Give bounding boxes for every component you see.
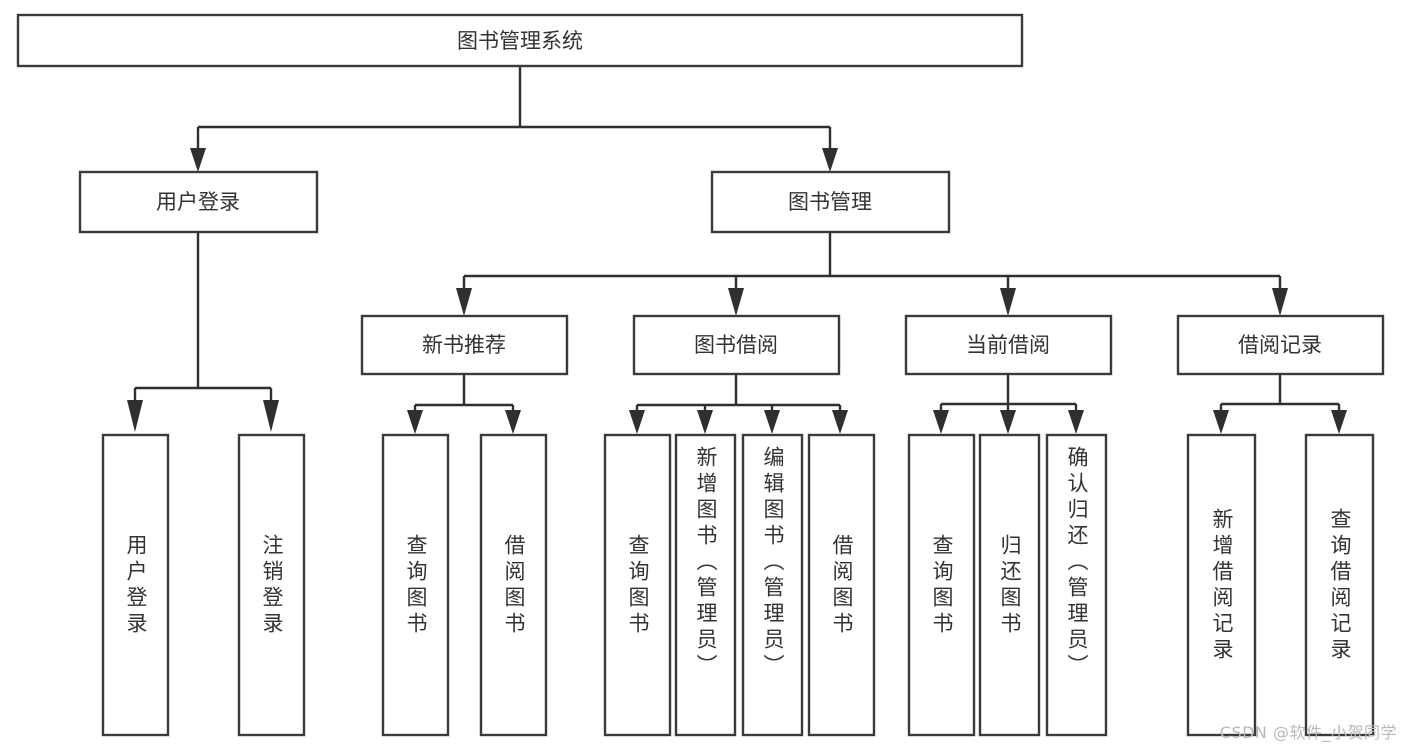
node-new-book-recommend[interactable]: 新书推荐 — [360, 314, 569, 376]
leaf-recommend-query-book[interactable] — [381, 433, 450, 737]
leaf-record-add-record-label-wrap: 新增借阅记录 — [1210, 508, 1234, 664]
leaf-current-return-book-label: 归还图书 — [998, 534, 1022, 638]
leaf-recommend-borrow-book-label: 借阅图书 — [502, 534, 526, 638]
leaf-borrow-edit-book-box[interactable] — [741, 433, 804, 737]
arrow-to-recommend-leaf-1 — [407, 410, 423, 434]
leaf-current-return-book-box[interactable] — [978, 433, 1041, 737]
leaf-recommend-borrow-book-box[interactable] — [479, 433, 548, 737]
leaf-current-query-book-box[interactable] — [907, 433, 976, 737]
node-book-borrow-box[interactable] — [632, 314, 841, 376]
leaf-logout-login[interactable] — [237, 433, 306, 737]
node-new-book-recommend-label: 新书推荐 — [422, 333, 506, 357]
leaf-borrow-query-book-label: 查询图书 — [626, 534, 650, 638]
arrow-to-leaf-logout — [263, 400, 279, 432]
arrow-to-current-borrow — [1000, 288, 1016, 316]
leaf-recommend-query-book-box[interactable] — [381, 433, 450, 737]
leaf-current-confirm-return-label: 确认归还（管理员） — [1065, 446, 1089, 680]
leaf-borrow-borrow-book[interactable] — [807, 433, 876, 737]
leaf-recommend-query-book-label-wrap: 查询图书 — [404, 534, 428, 638]
leaf-record-query-record-label-wrap: 查询借阅记录 — [1328, 508, 1352, 664]
leaf-current-confirm-return[interactable] — [1045, 433, 1108, 737]
leaf-current-return-book[interactable] — [978, 433, 1041, 737]
leaf-record-add-record[interactable] — [1186, 433, 1257, 737]
leaf-current-return-book-label-wrap: 归还图书 — [998, 534, 1022, 638]
arrow-to-current-leaf-3 — [1068, 410, 1084, 434]
arrow-to-borrow-leaf-2 — [697, 410, 713, 434]
leaf-borrow-add-book-label: 新增图书（管理员） — [694, 446, 718, 680]
leaf-borrow-edit-book-label-wrap: 编辑图书（管理员） — [761, 446, 785, 680]
leaf-user-login[interactable] — [101, 433, 170, 737]
leaf-logout-login-box[interactable] — [237, 433, 306, 737]
leaf-borrow-add-book[interactable] — [674, 433, 737, 737]
node-root-box[interactable] — [16, 13, 1024, 68]
leaf-borrow-query-book-box[interactable] — [603, 433, 672, 737]
leaf-recommend-query-book-label: 查询图书 — [404, 534, 428, 638]
arrow-to-record-leaf-1 — [1213, 410, 1229, 434]
leaf-borrow-add-book-box[interactable] — [674, 433, 737, 737]
leaf-recommend-borrow-book[interactable] — [479, 433, 548, 737]
arrow-to-current-leaf-1 — [933, 410, 949, 434]
node-book-management[interactable]: 图书管理 — [710, 170, 951, 234]
connector-layer — [127, 66, 1347, 434]
arrow-to-user-login — [190, 148, 206, 172]
arrow-to-leaf-user-login — [127, 400, 143, 432]
leaf-borrow-edit-book[interactable] — [741, 433, 804, 737]
leaf-current-query-book-label-wrap: 查询图书 — [930, 534, 954, 638]
node-book-management-label: 图书管理 — [788, 190, 872, 214]
node-user-login[interactable]: 用户登录 — [78, 170, 319, 234]
arrow-to-recommend-leaf-2 — [505, 410, 521, 434]
arrow-to-borrow-leaf-1 — [629, 410, 645, 434]
arrow-to-borrow-record — [1272, 288, 1288, 316]
arrow-to-borrow-leaf-4 — [832, 410, 848, 434]
leaf-logout-login-label: 注销登录 — [260, 534, 284, 638]
leaf-record-add-record-box[interactable] — [1186, 433, 1257, 737]
leaf-current-confirm-return-label-wrap: 确认归还（管理员） — [1065, 446, 1089, 680]
node-root[interactable]: 图书管理系统 — [16, 13, 1024, 68]
csdn-watermark: CSDN @软件_小贺同学 — [1219, 723, 1397, 742]
leaf-record-query-record-label: 查询借阅记录 — [1328, 508, 1352, 664]
arrow-to-borrow-leaf-3 — [764, 410, 780, 434]
node-root-label: 图书管理系统 — [457, 29, 583, 53]
leaf-logout-login-label-wrap: 注销登录 — [260, 534, 284, 638]
node-book-borrow-label: 图书借阅 — [694, 333, 778, 357]
node-current-borrow-box[interactable] — [904, 314, 1113, 376]
node-borrow-record-box[interactable] — [1176, 314, 1385, 376]
leaf-recommend-borrow-book-label-wrap: 借阅图书 — [502, 534, 526, 638]
leaf-record-query-record-box[interactable] — [1304, 433, 1375, 737]
node-user-login-label: 用户登录 — [156, 190, 240, 214]
leaf-current-query-book[interactable] — [907, 433, 976, 737]
node-new-book-recommend-box[interactable] — [360, 314, 569, 376]
leaf-borrow-query-book[interactable] — [603, 433, 672, 737]
node-current-borrow-label: 当前借阅 — [966, 333, 1050, 357]
leaf-borrow-add-book-label-wrap: 新增图书（管理员） — [694, 446, 718, 680]
leaf-user-login-label: 用户登录 — [124, 534, 148, 638]
leaf-borrow-borrow-book-box[interactable] — [807, 433, 876, 737]
node-current-borrow[interactable]: 当前借阅 — [904, 314, 1113, 376]
arrow-to-book-borrow — [728, 288, 744, 316]
node-borrow-record-label: 借阅记录 — [1238, 333, 1322, 357]
leaf-borrow-edit-book-label: 编辑图书（管理员） — [761, 446, 785, 680]
arrow-to-book-mgmt — [822, 148, 838, 172]
arrow-to-record-leaf-2 — [1331, 410, 1347, 434]
leaf-record-query-record[interactable] — [1304, 433, 1375, 737]
node-user-login-box[interactable] — [78, 170, 319, 234]
leaf-current-query-book-label: 查询图书 — [930, 534, 954, 638]
leaf-borrow-borrow-book-label-wrap: 借阅图书 — [830, 534, 854, 638]
leaf-user-login-box[interactable] — [101, 433, 170, 737]
leaf-record-add-record-label: 新增借阅记录 — [1210, 508, 1234, 664]
arrow-to-new-book-recommend — [456, 288, 472, 316]
leaf-current-confirm-return-box[interactable] — [1045, 433, 1108, 737]
leaf-borrow-query-book-label-wrap: 查询图书 — [626, 534, 650, 638]
node-borrow-record[interactable]: 借阅记录 — [1176, 314, 1385, 376]
node-book-borrow[interactable]: 图书借阅 — [632, 314, 841, 376]
leaf-user-login-label-wrap: 用户登录 — [124, 534, 148, 638]
arrow-to-current-leaf-2 — [1000, 410, 1016, 434]
leaf-borrow-borrow-book-label: 借阅图书 — [830, 534, 854, 638]
node-book-management-box[interactable] — [710, 170, 951, 234]
